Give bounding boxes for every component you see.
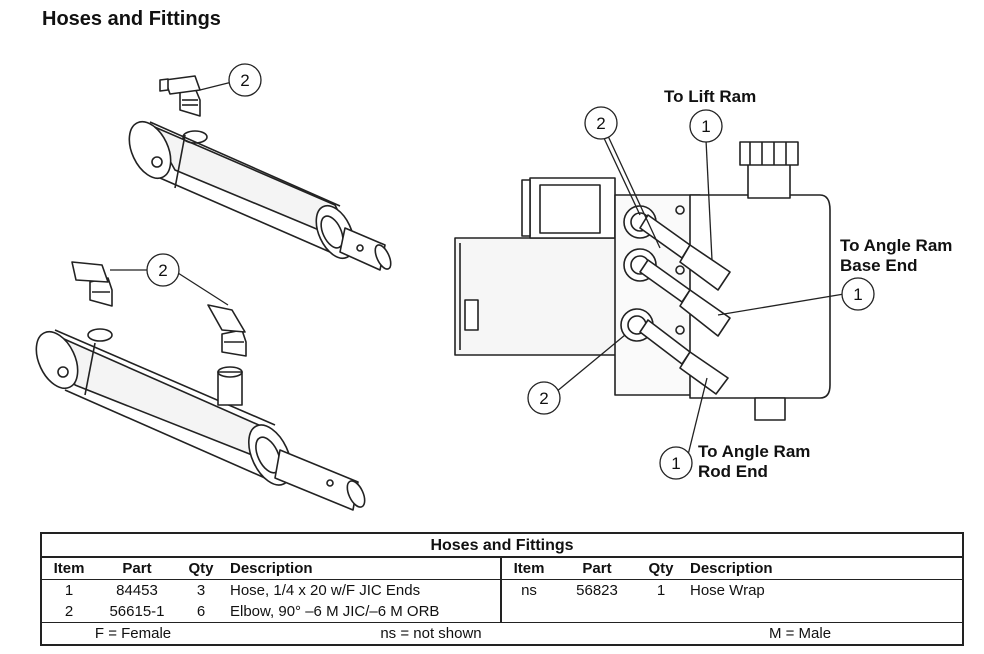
cell-part: 56615-1 (109, 603, 165, 620)
label-line: To Angle Ram (698, 442, 811, 461)
cell-part: 56823 (576, 582, 618, 599)
callout-item-2: 2 (228, 63, 262, 97)
table-caption: Hoses and Fittings (40, 532, 964, 558)
table-row: 2 56615-1 6 Elbow, 90° –6 M JIC/–6 M ORB (40, 601, 964, 623)
callout-item-1: 1 (659, 446, 693, 480)
callout-number: 1 (671, 454, 680, 473)
valve-assembly (454, 141, 831, 421)
legend-male: M = Male (638, 622, 964, 646)
col-description: Description (224, 557, 502, 580)
upper-cylinder (128, 75, 392, 271)
callout-item-1: 1 (689, 109, 723, 143)
label-line: To Angle Ram (840, 236, 953, 255)
cell-description: Elbow, 90° –6 M JIC/–6 M ORB (224, 601, 502, 623)
cell-description: Hose, 1/4 x 20 w/F JIC Ends (224, 579, 502, 601)
table-footer-row: F = Female ns = not shown M = Male (40, 622, 964, 646)
callout-number: 2 (240, 71, 249, 90)
cell-item: ns (521, 582, 537, 599)
callout-number: 1 (701, 117, 710, 136)
callout-item-2: 2 (527, 381, 561, 415)
label-angle-ram-base: To Angle Ram Base End (840, 236, 952, 276)
cell-item: 1 (40, 579, 96, 601)
callout-number: 1 (853, 285, 862, 304)
cell-description: Hose Wrap (684, 579, 964, 601)
cell-empty (556, 601, 638, 623)
col-part: Part (96, 557, 178, 580)
legend-female: F = Female (40, 622, 224, 646)
cell-qty: 6 (196, 603, 206, 620)
page-title: Hoses and Fittings (42, 8, 221, 30)
callout-item-2: 2 (584, 106, 618, 140)
cell-item: 2 (40, 601, 96, 623)
label-line: Rod End (698, 462, 768, 481)
callout-number: 2 (158, 261, 167, 280)
cell-empty (501, 601, 556, 623)
col-part: Part (556, 557, 638, 580)
parts-table: Hoses and Fittings Item Part Qty Descrip… (40, 532, 964, 646)
col-qty: Qty (178, 557, 224, 580)
legend-not-shown: ns = not shown (224, 622, 638, 646)
col-item: Item (501, 557, 556, 580)
label-angle-ram-rod: To Angle Ram Rod End (698, 442, 810, 482)
callout-bubbles: 2 2 2 1 1 2 1 (146, 63, 875, 480)
table-header-row: Item Part Qty Description Item Part Qty … (40, 557, 964, 580)
cell-part: 84453 (116, 582, 158, 599)
callout-item-1: 1 (841, 277, 875, 311)
callout-number: 2 (596, 114, 605, 133)
table-row: 1 84453 3 Hose, 1/4 x 20 w/F JIC Ends ns… (40, 579, 964, 601)
col-item: Item (40, 557, 96, 580)
col-qty: Qty (638, 557, 684, 580)
label-line: Base End (840, 256, 918, 275)
cell-qty: 3 (196, 582, 206, 599)
callout-item-2: 2 (146, 253, 180, 287)
cell-empty (638, 601, 684, 623)
cell-empty (684, 601, 964, 623)
callout-number: 2 (539, 389, 548, 408)
col-description: Description (684, 557, 964, 580)
cell-qty: 1 (656, 582, 666, 599)
lower-cylinder (35, 261, 366, 511)
leader-lines (110, 81, 845, 456)
label-lift-ram: To Lift Ram (664, 87, 757, 106)
hydraulic-illustration (35, 75, 845, 511)
